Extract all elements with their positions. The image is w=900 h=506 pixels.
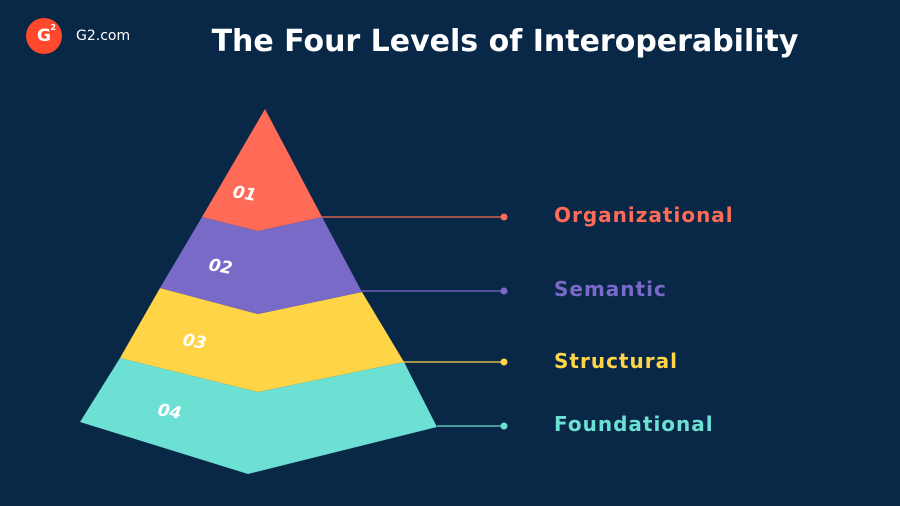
pyramid-level-2: [160, 217, 362, 314]
level-2-number: 02: [207, 255, 234, 279]
brand: G 2 G2.com: [26, 18, 130, 54]
pyramid-level-1: [202, 109, 322, 231]
connector-dot-2: [500, 287, 508, 295]
level-3-name: Structural: [554, 349, 678, 373]
pyramid-level-4: [80, 358, 437, 474]
level-3-number: 03: [181, 330, 208, 354]
connector-dot-1: [500, 213, 508, 221]
connector-dot-4: [500, 422, 508, 430]
site-name: G2.com: [76, 28, 131, 44]
level-4-name: Foundational: [554, 412, 714, 436]
pyramid-level-3: [120, 288, 404, 392]
logo-letter: G: [37, 26, 51, 46]
logo-superscript: 2: [50, 23, 56, 32]
level-1-name: Organizational: [554, 203, 734, 227]
page-title: The Four Levels of Interoperability: [211, 24, 799, 59]
g2-logo-icon: G 2: [26, 18, 62, 54]
level-2-name: Semantic: [554, 277, 667, 301]
level-4-number: 04: [156, 400, 183, 424]
level-1-number: 01: [231, 182, 258, 206]
connector-dot-3: [500, 358, 508, 366]
